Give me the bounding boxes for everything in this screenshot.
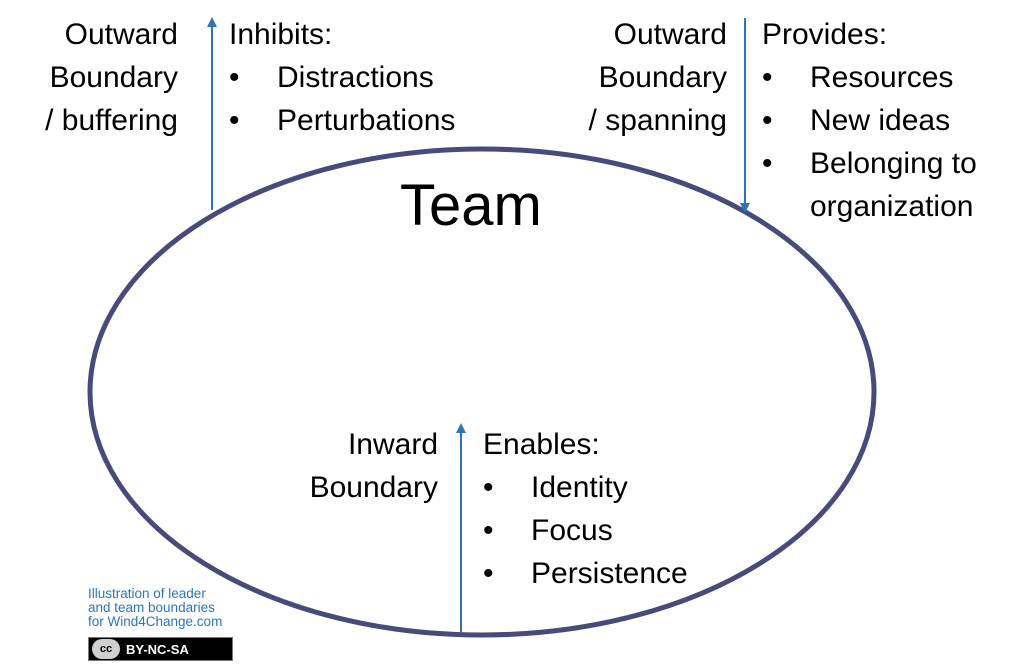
- list-item: • New ideas: [762, 99, 977, 142]
- list-item: • Belonging to: [762, 142, 977, 185]
- bullet: •: [483, 471, 494, 504]
- spanning-heading: Provides:: [762, 18, 888, 51]
- list-item-text: Distractions: [277, 61, 434, 94]
- bullet: •: [762, 61, 773, 94]
- cc-icon: cc: [92, 639, 120, 659]
- credit-line: Illustration of leader: [88, 586, 206, 601]
- spanning-label-line: Outward: [613, 18, 727, 51]
- list-item-text: Perturbations: [277, 104, 456, 137]
- credit-text: Illustration of leader and team boundari…: [88, 587, 222, 629]
- spanning-list: Provides: • Resources • New ideas • Belo…: [762, 13, 977, 228]
- list-item: • Identity: [483, 466, 688, 509]
- buffering-label-line: / buffering: [45, 104, 178, 137]
- spanning-label-line: / spanning: [588, 104, 727, 137]
- buffering-label: Outward Boundary / buffering: [45, 13, 178, 142]
- team-title: Team: [400, 173, 542, 238]
- list-item-text: Resources: [810, 61, 954, 94]
- list-item-text: organization: [810, 190, 974, 223]
- bullet: •: [483, 514, 494, 547]
- list-item-text: Persistence: [531, 557, 688, 590]
- list-item-text: Focus: [531, 514, 613, 547]
- bullet: •: [762, 147, 773, 180]
- list-item: • Focus: [483, 509, 688, 552]
- buffering-label-line: Outward: [64, 18, 178, 51]
- list-item-text: New ideas: [810, 104, 951, 137]
- buffering-heading: Inhibits:: [229, 18, 333, 51]
- bullet: •: [483, 557, 494, 590]
- list-item-text: Identity: [531, 471, 628, 504]
- team-ellipse: [87, 146, 877, 638]
- list-item: • Perturbations: [229, 99, 455, 142]
- cc-license-badge: cc BY-NC-SA: [88, 637, 233, 661]
- inward-label-line: Inward: [347, 428, 438, 461]
- list-item: • Persistence: [483, 552, 688, 595]
- list-item-text: Belonging to: [810, 147, 977, 180]
- bullet: •: [229, 104, 240, 137]
- inward-list: Enables: • Identity • Focus • Persistenc…: [483, 423, 688, 595]
- inward-label: Inward Boundary: [310, 423, 438, 509]
- buffering-list: Inhibits: • Distractions • Perturbations: [229, 13, 455, 142]
- bullet: •: [229, 61, 240, 94]
- credit-line: for Wind4Change.com: [88, 614, 223, 629]
- buffering-label-line: Boundary: [49, 61, 178, 94]
- list-item: • Distractions: [229, 56, 455, 99]
- inward-label-line: Boundary: [309, 471, 438, 504]
- credit-line: and team boundaries: [88, 600, 215, 615]
- bullet: •: [762, 104, 773, 137]
- spanning-label: Outward Boundary / spanning: [589, 13, 727, 142]
- spanning-label-line: Boundary: [598, 61, 727, 94]
- license-text: BY-NC-SA: [126, 641, 189, 657]
- list-item: • Resources: [762, 56, 977, 99]
- list-item-continuation: organization: [762, 185, 977, 228]
- inward-heading: Enables:: [483, 428, 600, 461]
